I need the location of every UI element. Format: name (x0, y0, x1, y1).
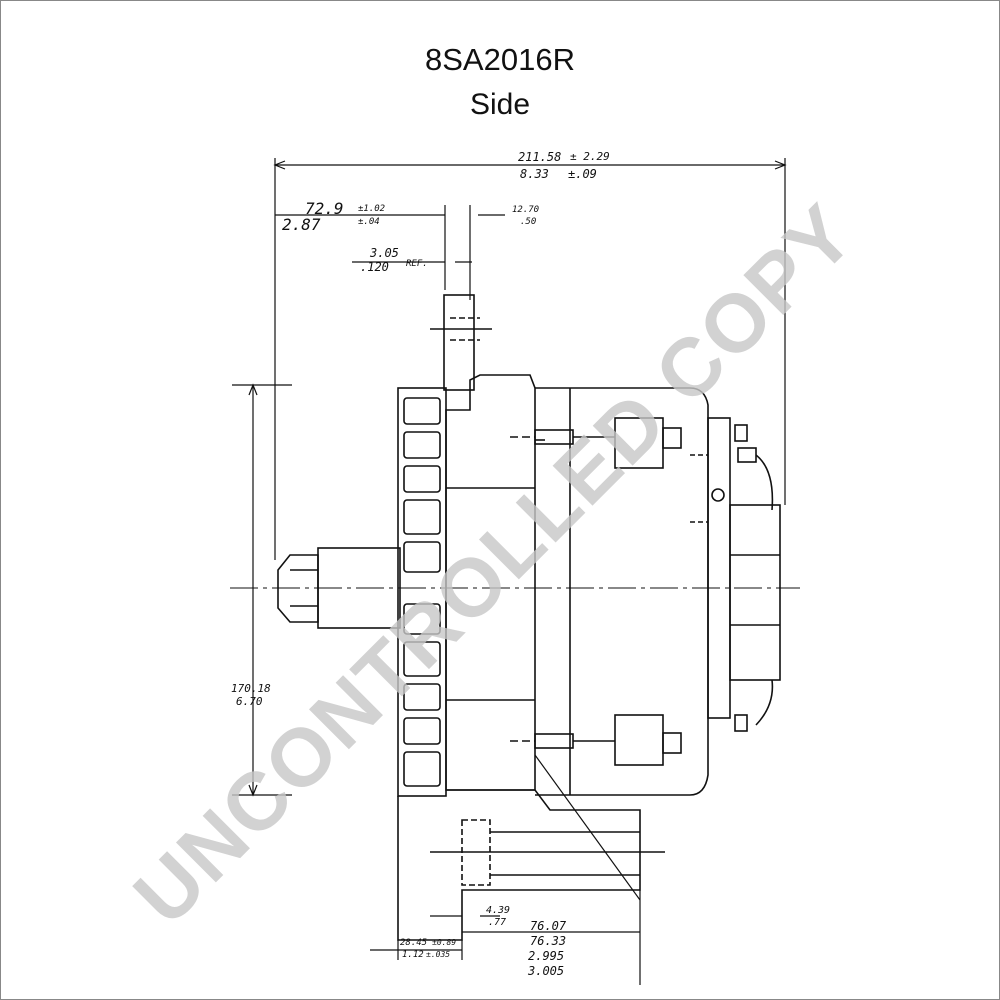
rear-terminals (690, 417, 781, 732)
bottom-dimension-lines (370, 890, 641, 985)
ref-dim-mm: 3.05 (370, 246, 399, 260)
mount-dim-d: 3.005 (528, 964, 565, 978)
ref-label: REF. (406, 259, 428, 269)
mounting-foot-bottom (397, 754, 665, 941)
ref-dim-in: .120 (360, 260, 389, 274)
foot-dim-in: .77 (488, 917, 507, 928)
overall-dim-mm-tol: ± 2.29 (570, 150, 610, 163)
through-bolt-upper (510, 417, 682, 469)
mounting-ear-top (430, 294, 492, 391)
front-dim-in-tol: ±.04 (358, 217, 380, 227)
bore-dim-mm-tol: ±0.89 (432, 938, 457, 947)
overall-dim-mm: 211.58 (518, 150, 562, 164)
foot-dim-mm: 4.39 (486, 905, 511, 916)
front-dim-mm-tol: ±1.02 (358, 204, 386, 214)
height-dimension-line (232, 383, 292, 797)
front-dim-mm: 72.9 (305, 199, 344, 218)
bore-dim-mm: 28.45 (400, 938, 428, 948)
shaft-nut (277, 547, 401, 629)
front-dimension-line (275, 205, 505, 300)
front-dim-in: 2.87 (282, 215, 321, 234)
bore-dim-in-tol: ±.035 (426, 950, 451, 959)
mount-dim-a: 76.07 (530, 919, 567, 933)
overall-dim-in: 8.33 (520, 167, 549, 181)
height-dim-mm: 170.18 (231, 682, 271, 695)
view-subtitle: Side (469, 88, 531, 121)
height-dim-in: 6.70 (236, 695, 263, 708)
mount-dim-b: 76.33 (530, 934, 567, 948)
part-number-title: 8SA2016R (425, 42, 575, 77)
flange-dim-mm: 12.70 (512, 205, 540, 215)
flange-dim-in: .50 (520, 217, 537, 227)
bore-dim-in: 1.12 (402, 950, 424, 960)
mount-dim-c: 2.995 (528, 949, 565, 963)
overall-dim-in-tol: ±.09 (568, 167, 597, 181)
overall-dimension-line (273, 158, 787, 560)
through-bolt-lower (510, 714, 682, 766)
